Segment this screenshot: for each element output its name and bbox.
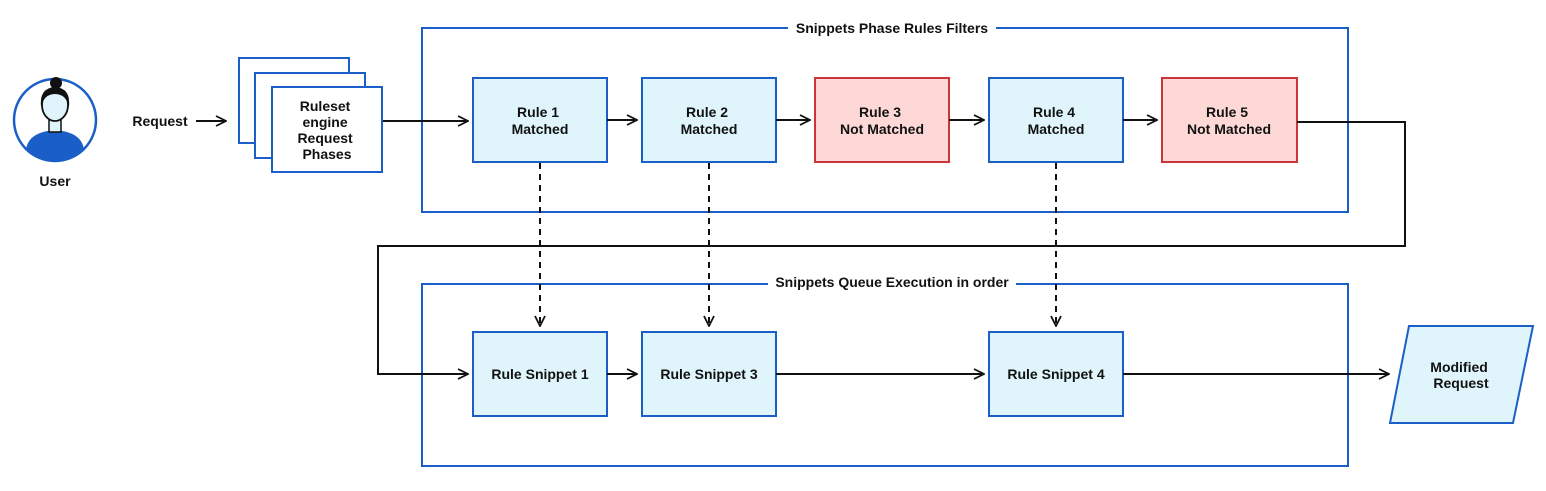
rule-3-box: Rule 3 Not Matched bbox=[814, 77, 950, 163]
snippet-1-label: Rule Snippet 1 bbox=[491, 366, 588, 382]
rule-1-box: Rule 1 Matched bbox=[472, 77, 608, 163]
return-path-connector bbox=[377, 121, 1406, 374]
rule-5-status: Not Matched bbox=[1187, 121, 1271, 137]
svg-text:Modified Request: Modified Request bbox=[1430, 359, 1491, 391]
request-edge-label: Request bbox=[132, 113, 188, 129]
user-avatar-icon bbox=[26, 77, 84, 161]
rule-4-status: Matched bbox=[1028, 121, 1085, 137]
user-node: User bbox=[12, 77, 98, 189]
svg-text:Rule 3 Not Matched: Rule 3 Not Matched bbox=[840, 104, 924, 137]
ruleset-engine-node: Ruleset engine Request Phases bbox=[238, 57, 383, 173]
svg-text:Rule 1 Matched: Rule 1 Matched bbox=[512, 104, 569, 137]
output-label-line: Modified bbox=[1430, 359, 1488, 375]
filters-title-gap bbox=[788, 20, 996, 36]
filters-group-title: Snippets Phase Rules Filters bbox=[796, 20, 988, 36]
rule-5-box: Rule 5 Not Matched bbox=[1161, 77, 1298, 163]
engine-page-front bbox=[271, 86, 383, 173]
rule-1-name: Rule 1 bbox=[517, 104, 559, 120]
snippet-4-label: Rule Snippet 4 bbox=[1007, 366, 1104, 382]
output-label-line: Request bbox=[1433, 375, 1489, 391]
snippet-1-box: Rule Snippet 1 bbox=[472, 331, 608, 417]
snippet-3-box: Rule Snippet 3 bbox=[641, 331, 777, 417]
engine-label-line: engine bbox=[302, 114, 347, 130]
queue-title-gap bbox=[768, 276, 1016, 292]
engine-label-line: Request bbox=[297, 130, 353, 146]
modified-request-node: Modified Request bbox=[1388, 325, 1535, 424]
filters-group: Snippets Phase Rules Filters bbox=[421, 20, 1349, 213]
queue-group-title: Snippets Queue Execution in order bbox=[775, 274, 1009, 290]
rule-4-box: Rule 4 Matched bbox=[988, 77, 1124, 163]
user-label: User bbox=[39, 173, 71, 189]
svg-text:Ruleset engine Req: Ruleset engine Request Phases bbox=[297, 98, 356, 162]
rule-4-name: Rule 4 bbox=[1033, 104, 1075, 120]
rule-2-box: Rule 2 Matched bbox=[641, 77, 777, 163]
rule-2-name: Rule 2 bbox=[686, 104, 728, 120]
snippet-4-box: Rule Snippet 4 bbox=[988, 331, 1124, 417]
svg-text:Rule 2 Matched: Rule 2 Matched bbox=[681, 104, 738, 137]
svg-text:Rule 4 Matched: Rule 4 Matched bbox=[1028, 104, 1085, 137]
rule-5-name: Rule 5 bbox=[1206, 104, 1248, 120]
snippet-3-label: Rule Snippet 3 bbox=[660, 366, 757, 382]
svg-text:Rule 5 Not Matched: Rule 5 Not Matched bbox=[1187, 104, 1271, 137]
rule-3-status: Not Matched bbox=[840, 121, 924, 137]
engine-label-line: Phases bbox=[302, 146, 351, 162]
rule-1-status: Matched bbox=[512, 121, 569, 137]
rule-3-name: Rule 3 bbox=[859, 104, 901, 120]
engine-label-line: Ruleset bbox=[300, 98, 351, 114]
rule-2-status: Matched bbox=[681, 121, 738, 137]
